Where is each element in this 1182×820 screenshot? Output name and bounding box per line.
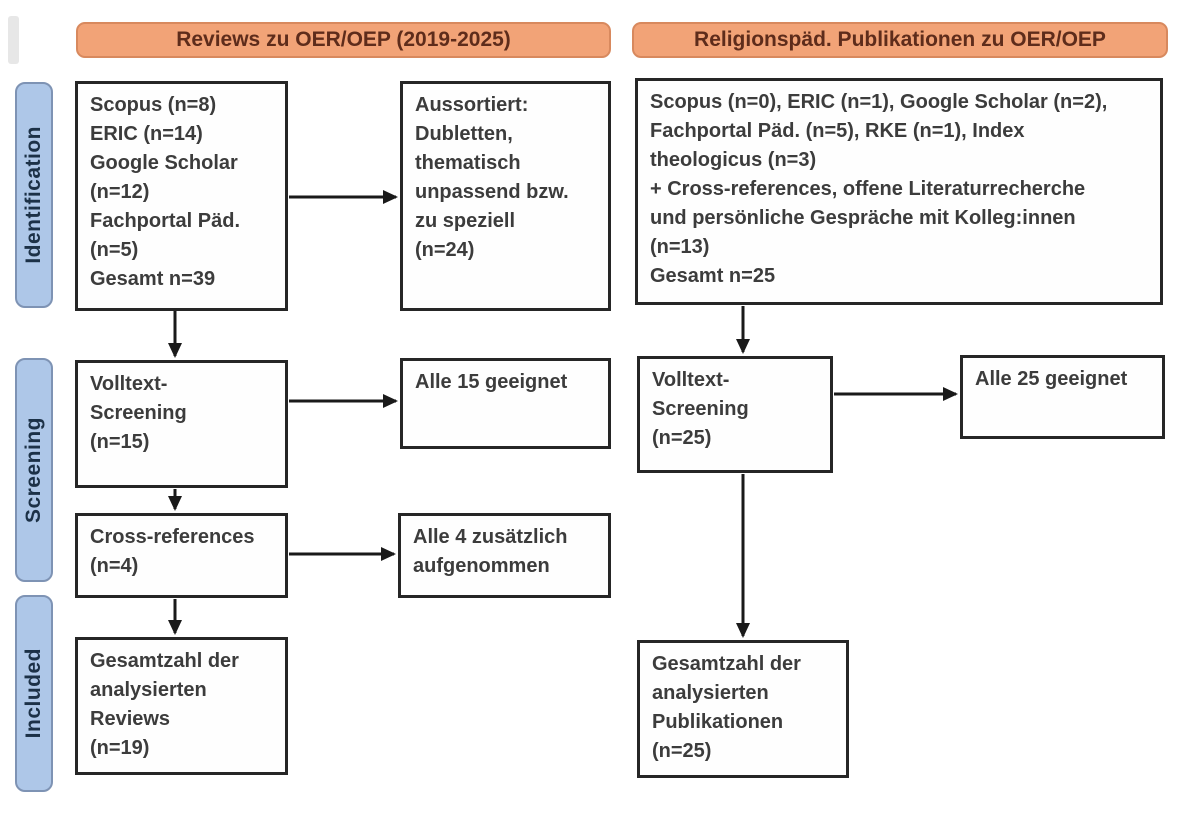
box-left-sources: Scopus (n=8) ERIC (n=14) Google Scholar … [75,81,288,311]
column-header-religionspaed: Religionspäd. Publikationen zu OER/OEP [632,22,1168,58]
stage-screening-label: Screening [22,416,45,524]
box-cross-references-result: Alle 4 zusätzlich aufgenommen [398,513,611,598]
box-right-fulltext-screening: Volltext- Screening (n=25) [637,356,833,473]
column-header-reviews: Reviews zu OER/OEP (2019-2025) [76,22,611,58]
stage-identification: Identification [15,82,53,308]
box-cross-references: Cross-references (n=4) [75,513,288,598]
box-left-fulltext-screening: Volltext- Screening (n=15) [75,360,288,488]
box-left-total-included: Gesamtzahl der analysierten Reviews (n=1… [75,637,288,775]
box-right-total-included: Gesamtzahl der analysierten Publikatione… [637,640,849,778]
stage-identification-label: Identification [22,126,45,264]
stage-included-label: Included [22,648,45,739]
box-right-sources: Scopus (n=0), ERIC (n=1), Google Scholar… [635,78,1163,305]
scan-artifact [8,16,19,64]
column-header-reviews-label: Reviews zu OER/OEP (2019-2025) [176,28,511,51]
box-left-excluded: Aussortiert: Dubletten, thematisch unpas… [400,81,611,311]
stage-included: Included [15,595,53,792]
stage-screening: Screening [15,358,53,582]
box-left-fulltext-result: Alle 15 geeignet [400,358,611,449]
box-right-fulltext-result: Alle 25 geeignet [960,355,1165,439]
column-header-religionspaed-label: Religionspäd. Publikationen zu OER/OEP [694,28,1106,51]
